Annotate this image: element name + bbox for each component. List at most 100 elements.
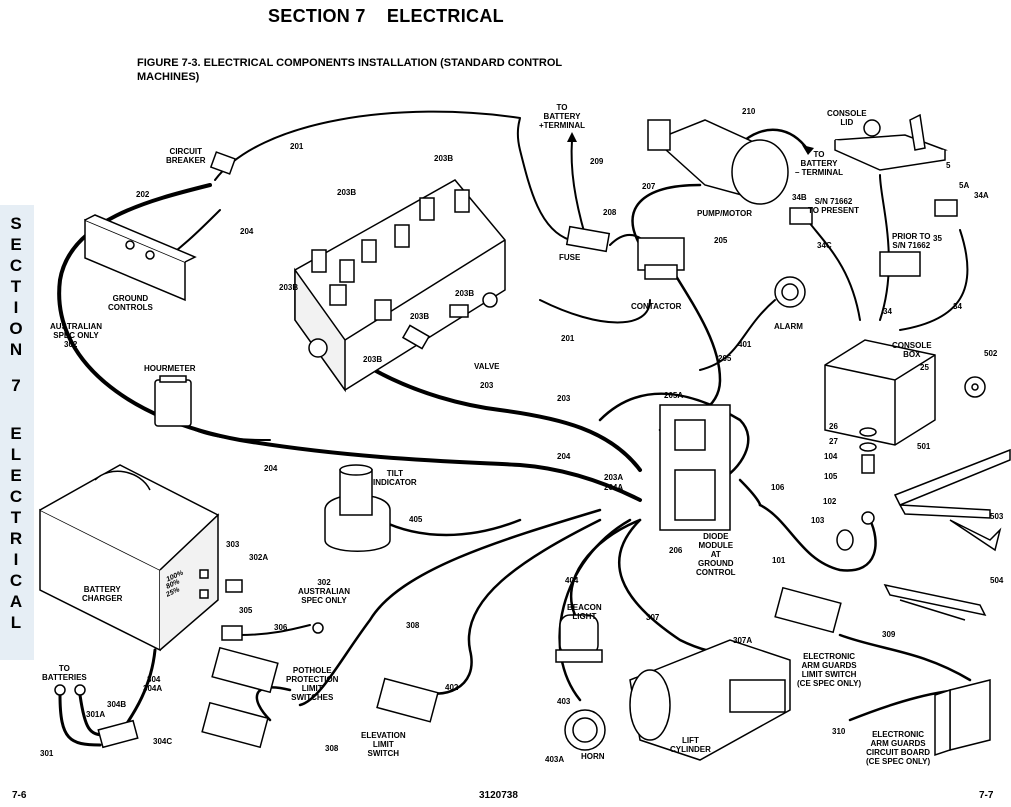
callout-203B-3: 203B bbox=[279, 283, 299, 292]
harness-101 bbox=[758, 503, 877, 572]
label-line: ELECTRONIC bbox=[803, 652, 856, 661]
callout-205a: 205 bbox=[714, 236, 728, 245]
callout-203B-6: 203B bbox=[363, 355, 383, 364]
grommet-103 bbox=[836, 529, 854, 551]
arm-guards-switch bbox=[774, 586, 842, 634]
extractor-503 bbox=[949, 519, 1002, 552]
label-line: CONTROL bbox=[696, 568, 736, 577]
callout-201a: 201 bbox=[290, 142, 304, 151]
callout-102: 102 bbox=[823, 497, 837, 506]
figure-title-line1: FIGURE 7-3. ELECTRICAL COMPONENTS INSTAL… bbox=[137, 57, 563, 69]
side-tab-letter: 7 bbox=[11, 376, 21, 395]
callout-203b: 203 bbox=[557, 394, 571, 403]
callout-304A: 304A bbox=[143, 684, 163, 693]
pump-motor bbox=[647, 119, 789, 205]
side-tab-letter: N bbox=[9, 340, 23, 359]
ground-controls-box bbox=[84, 214, 197, 302]
callout-304B: 304B bbox=[107, 700, 127, 709]
side-tab-letter: L bbox=[10, 613, 22, 632]
label-line: +TERMINAL bbox=[539, 121, 585, 130]
alarm bbox=[774, 276, 806, 308]
wire-stripper-501 bbox=[893, 448, 1011, 519]
connector-5a bbox=[934, 199, 958, 217]
plug-26-27 bbox=[859, 427, 877, 474]
label-line: CONSOLE bbox=[892, 341, 932, 350]
callout-203a: 203 bbox=[480, 381, 494, 390]
elevation-switch bbox=[376, 677, 439, 723]
label-line: CONTACTOR bbox=[631, 302, 682, 311]
side-tab-letter: L bbox=[10, 445, 22, 464]
battery-terminal bbox=[54, 684, 86, 696]
label-line: LID bbox=[840, 118, 854, 127]
callout-503: 503 bbox=[990, 512, 1004, 521]
label-line: MODULE bbox=[698, 541, 734, 550]
label-line: LIMIT bbox=[372, 740, 394, 749]
callout-204A: 204A bbox=[604, 483, 624, 492]
tilt-indicator bbox=[324, 464, 391, 552]
wire-106 bbox=[738, 478, 762, 507]
label-horn: HORN bbox=[581, 752, 605, 761]
label-line: CIRCUIT bbox=[169, 147, 202, 156]
label-line: BATTERY bbox=[800, 159, 838, 168]
label-line: ELEVATION bbox=[361, 731, 406, 740]
label-line: CONSOLE bbox=[827, 109, 867, 118]
beacon-light bbox=[555, 614, 603, 663]
callout-34C: 34C bbox=[817, 241, 832, 250]
wire-hourmeter bbox=[194, 429, 271, 441]
callout-310: 310 bbox=[832, 727, 846, 736]
side-tab-letter: C bbox=[9, 487, 23, 506]
side-tab-letter: E bbox=[10, 424, 22, 443]
callout-402: 402 bbox=[445, 683, 459, 692]
callout-203B-4: 203B bbox=[455, 289, 475, 298]
contactor bbox=[637, 237, 685, 280]
side-tab-letter: E bbox=[10, 235, 22, 254]
callout-205A: 205A bbox=[664, 391, 684, 400]
label-line: – TERMINAL bbox=[795, 168, 843, 177]
label-line: SWITCH bbox=[367, 749, 400, 758]
wire-301 bbox=[58, 693, 107, 747]
label-line: AUSTRALIAN bbox=[50, 322, 102, 331]
label-contactor: CONTACTOR bbox=[631, 302, 681, 311]
callout-34b: 34 bbox=[953, 302, 962, 311]
callout-203B-2: 203B bbox=[337, 188, 357, 197]
wire-207 bbox=[631, 183, 702, 247]
label-line: S/N 71662 bbox=[892, 241, 931, 250]
console-box bbox=[824, 339, 936, 446]
label-line: TO bbox=[556, 103, 568, 112]
harness-201 bbox=[214, 110, 651, 324]
callout-105: 105 bbox=[824, 472, 838, 481]
wire-306 bbox=[239, 624, 311, 636]
side-tab-letter: I bbox=[13, 298, 19, 317]
section-title: SECTION 7 ELECTRICAL bbox=[268, 6, 504, 26]
callout-501: 501 bbox=[917, 442, 931, 451]
figure-title: FIGURE 7-3. ELECTRICAL COMPONENTS INSTAL… bbox=[137, 56, 562, 84]
callout-205b: 205 bbox=[718, 354, 732, 363]
circuit-breaker bbox=[209, 151, 237, 175]
label-line: TO bbox=[58, 664, 70, 673]
callout-34B: 34B bbox=[792, 193, 807, 202]
label-line: SWITCHES bbox=[291, 693, 334, 702]
side-tab-letter: I bbox=[13, 550, 19, 569]
callout-201b: 201 bbox=[561, 334, 575, 343]
label-line: (CE SPEC ONLY) bbox=[797, 679, 862, 688]
wire-208 bbox=[609, 233, 641, 246]
callout-304: 304 bbox=[147, 675, 161, 684]
callout-101: 101 bbox=[772, 556, 786, 565]
label-line: (CE SPEC ONLY) bbox=[866, 757, 931, 766]
plug-304 bbox=[97, 719, 139, 749]
callout-405: 405 bbox=[409, 515, 423, 524]
figure-title-line2: MACHINES) bbox=[137, 71, 200, 83]
callout-204b: 204 bbox=[264, 464, 278, 473]
side-tab-letter: S bbox=[10, 214, 22, 233]
callout-202: 202 bbox=[136, 190, 150, 199]
